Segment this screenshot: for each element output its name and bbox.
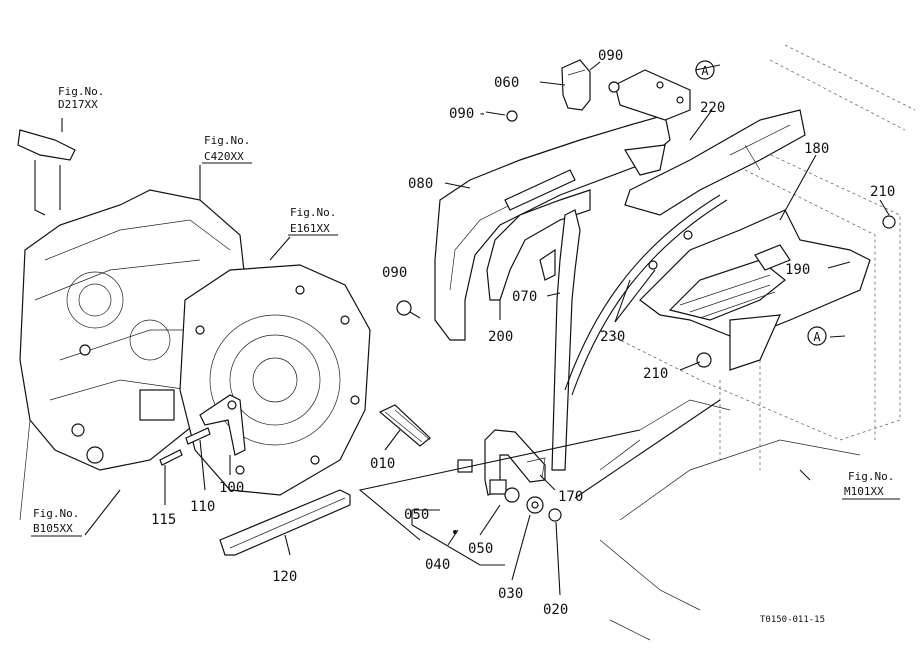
callout-115: 115: [151, 512, 176, 528]
chassis-frame: [599, 44, 916, 641]
callout-220: 220: [700, 100, 725, 116]
lever-070: [551, 209, 581, 471]
callout-050-left: 050: [404, 507, 429, 523]
callout-100: 100: [219, 480, 244, 496]
svg-text:E161XX: E161XX: [290, 222, 330, 235]
callout-110: 110: [190, 499, 215, 515]
callout-080: 080: [408, 176, 433, 192]
callout-030: 030: [498, 586, 523, 602]
svg-text:Fig.No.: Fig.No.: [33, 507, 79, 520]
callout-040: 040: [425, 557, 450, 573]
svg-text:M101XX: M101XX: [844, 485, 884, 498]
callout-180: 180: [804, 141, 829, 157]
rod-120: [219, 489, 351, 556]
svg-text:Fig.No.: Fig.No.: [290, 206, 336, 219]
ref-mark-a1: A: [695, 60, 715, 80]
pins-110-115: [159, 427, 211, 466]
top-bracket-a: [614, 69, 691, 121]
callout-230: 230: [600, 329, 625, 345]
top-shift-lever: [17, 129, 76, 216]
callout-170: 170: [558, 489, 583, 505]
svg-text:Fig.No.: Fig.No.: [204, 134, 250, 147]
callout-210-mid: 210: [643, 366, 668, 382]
callout-070: 070: [512, 289, 537, 305]
fig-ref-e161xx: Fig.No. E161XX: [288, 206, 338, 236]
callout-210-right: 210: [870, 184, 895, 200]
bracket-080: [434, 114, 671, 341]
plate-220: [624, 109, 806, 216]
fig-ref-c420xx: Fig.No. C420XX: [202, 134, 252, 164]
callout-090-dash: -: [478, 106, 486, 122]
svg-text:C420XX: C420XX: [204, 150, 244, 163]
drawing-code: T0150-011-15: [760, 615, 825, 625]
callout-020: 020: [543, 602, 568, 618]
bracket-190: [639, 209, 871, 371]
ref-mark-a2: A: [807, 326, 827, 346]
shift-lever-u: [453, 429, 562, 534]
callout-090-mid: 090: [382, 265, 407, 281]
callout-120: 120: [272, 569, 297, 585]
svg-text:Fig.No.: Fig.No.: [58, 85, 104, 98]
callout-200: 200: [488, 329, 513, 345]
callout-010: 010: [370, 456, 395, 472]
svg-text:A: A: [813, 330, 821, 344]
clutch-housing: [179, 264, 371, 496]
svg-text:D217XX: D217XX: [58, 98, 98, 111]
fig-ref-d217xx: Fig.No. D217XX: [58, 85, 104, 111]
lever-100: [199, 394, 246, 456]
svg-text:B105XX: B105XX: [33, 522, 73, 535]
bolts: [396, 81, 896, 368]
callout-190: 190: [785, 262, 810, 278]
svg-text:Fig.No.: Fig.No.: [848, 470, 894, 483]
leader-lines: [61, 61, 890, 596]
callout-090-top: 090: [598, 48, 623, 64]
callout-050-right: 050: [468, 541, 493, 557]
fig-ref-m101xx: Fig.No. M101XX: [842, 470, 900, 500]
callout-060: 060: [494, 75, 519, 91]
shaft-010: [378, 404, 431, 447]
fig-ref-b105xx: Fig.No. B105XX: [31, 507, 82, 537]
knob-060: [561, 59, 591, 111]
svg-text:A: A: [701, 64, 709, 78]
callout-090-left: 090: [449, 106, 474, 122]
